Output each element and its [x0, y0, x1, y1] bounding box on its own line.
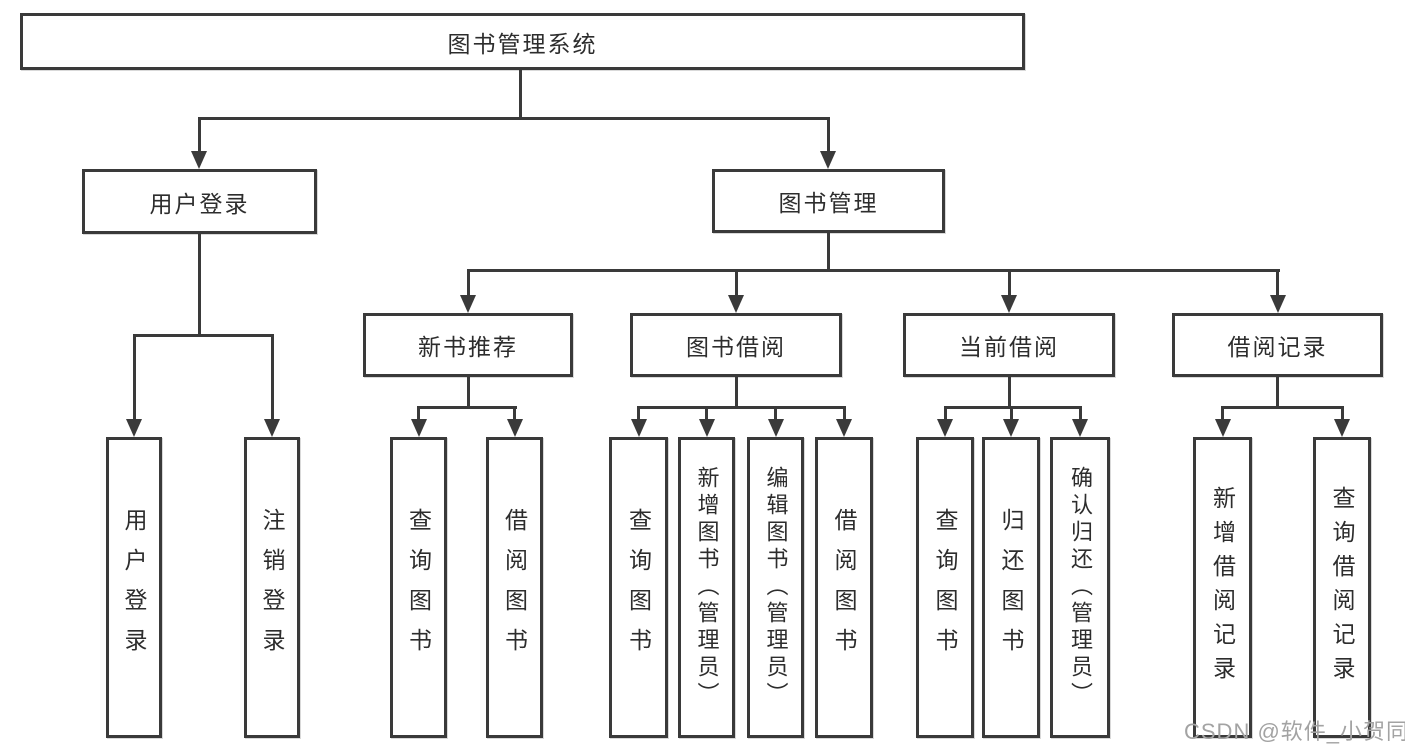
arrowhead-down-icon [698, 419, 715, 437]
leaf-query-books-current: 查询图书 [916, 437, 974, 738]
leaf-borrow-books-borrowing: 借阅图书 [815, 437, 873, 738]
node-borrowing-records: 借阅记录 [1172, 313, 1383, 377]
node-borrowing-records-label: 借阅记录 [1227, 334, 1328, 360]
node-book-borrowing: 图书借阅 [630, 313, 842, 377]
arrowhead-down-icon [126, 419, 142, 437]
leaf-logout-label: 注销登录 [259, 507, 285, 668]
connector-line [943, 406, 1082, 409]
connector-line [132, 334, 274, 337]
leaf-query-books-recommend-label: 查询图书 [405, 507, 432, 668]
connector-line [637, 406, 640, 421]
connector-line [1007, 269, 1011, 297]
arrowhead-down-icon [460, 295, 476, 313]
leaf-edit-book-admin: 编辑图书（管理员） [747, 437, 804, 738]
connector-line [734, 269, 738, 297]
leaf-user-login-label: 用户登录 [121, 507, 147, 668]
connector-line [417, 406, 517, 409]
leaf-query-books-borrowing-label: 查询图书 [625, 507, 652, 668]
arrowhead-down-icon [937, 419, 953, 437]
leaf-user-login: 用户登录 [106, 437, 162, 738]
node-new-book-recommend: 新书推荐 [363, 313, 573, 377]
node-current-borrowing: 当前借阅 [903, 313, 1115, 377]
connector-line [1276, 377, 1279, 409]
leaf-confirm-return-admin-label: 确认归还（管理员） [1068, 466, 1093, 709]
leaf-add-borrow-record: 新增借阅记录 [1193, 437, 1252, 738]
arrowhead-down-icon [820, 151, 836, 169]
connector-line [842, 406, 846, 421]
leaf-add-borrow-record-label: 新增借阅记录 [1209, 485, 1236, 690]
connector-line [637, 406, 846, 409]
arrowhead-down-icon [506, 419, 523, 437]
leaf-add-book-admin-label: 新增图书（管理员） [694, 466, 720, 709]
connector-line [826, 117, 830, 151]
node-root: 图书管理系统 [20, 13, 1025, 70]
connector-line [197, 117, 201, 151]
node-book-borrowing-label: 图书借阅 [686, 334, 786, 360]
node-current-borrowing-label: 当前借阅 [959, 334, 1059, 360]
connector-line [417, 406, 420, 421]
connector-line [466, 377, 470, 409]
connector-line [198, 234, 201, 337]
connector-line [132, 334, 136, 421]
leaf-query-borrow-record: 查询借阅记录 [1313, 437, 1371, 738]
leaf-query-books-recommend: 查询图书 [390, 437, 447, 738]
connector-line [1340, 406, 1344, 421]
connector-line [197, 117, 829, 120]
connector-line [518, 69, 522, 119]
leaf-query-books-current-label: 查询图书 [932, 507, 958, 668]
node-user-login: 用户登录 [82, 169, 317, 234]
leaf-return-books-label: 归还图书 [998, 507, 1024, 668]
arrowhead-down-icon [1003, 419, 1019, 437]
connector-line [734, 377, 738, 409]
arrowhead-down-icon [728, 295, 744, 313]
leaf-logout: 注销登录 [244, 437, 300, 738]
arrowhead-down-icon [836, 419, 852, 437]
connector-line [1007, 377, 1011, 409]
connector-line [1221, 406, 1344, 409]
leaf-borrow-books-recommend: 借阅图书 [486, 437, 543, 738]
arrowhead-down-icon [1334, 419, 1350, 437]
connector-line [774, 406, 777, 421]
connector-line [1221, 406, 1224, 421]
arrowhead-down-icon [410, 419, 427, 437]
node-book-management: 图书管理 [712, 169, 945, 233]
connector-line [466, 269, 1280, 272]
connector-line [705, 406, 708, 421]
arrowhead-down-icon [1269, 295, 1286, 313]
leaf-add-book-admin: 新增图书（管理员） [678, 437, 735, 738]
arrowhead-down-icon [264, 419, 280, 437]
leaf-edit-book-admin-label: 编辑图书（管理员） [763, 466, 789, 709]
leaf-query-books-borrowing: 查询图书 [609, 437, 668, 738]
connector-line [1009, 406, 1013, 421]
arrowhead-down-icon [767, 419, 784, 437]
node-book-management-label: 图书管理 [778, 190, 879, 216]
csdn-watermark: CSDN @软件_小贺同学 [1184, 719, 1405, 744]
arrowhead-down-icon [1214, 419, 1231, 437]
arrowhead-down-icon [191, 151, 207, 169]
connector-line [466, 269, 470, 297]
connector-line [270, 334, 274, 421]
connector-line [1078, 406, 1082, 421]
node-new-book-recommend-label: 新书推荐 [418, 334, 518, 360]
node-user-login-label: 用户登录 [149, 190, 250, 217]
node-root-label: 图书管理系统 [447, 30, 598, 57]
leaf-borrow-books-recommend-label: 借阅图书 [501, 507, 528, 668]
leaf-confirm-return-admin: 确认归还（管理员） [1050, 437, 1110, 738]
leaf-return-books: 归还图书 [982, 437, 1040, 738]
leaf-query-borrow-record-label: 查询借阅记录 [1329, 485, 1355, 690]
arrowhead-down-icon [1072, 419, 1088, 437]
connector-line [943, 406, 947, 421]
arrowhead-down-icon [1001, 295, 1017, 313]
leaf-borrow-books-borrowing-label: 借阅图书 [831, 507, 857, 668]
arrowhead-down-icon [630, 419, 647, 437]
connector-line [513, 406, 516, 421]
connector-line [1276, 269, 1279, 297]
connector-line [827, 233, 830, 271]
